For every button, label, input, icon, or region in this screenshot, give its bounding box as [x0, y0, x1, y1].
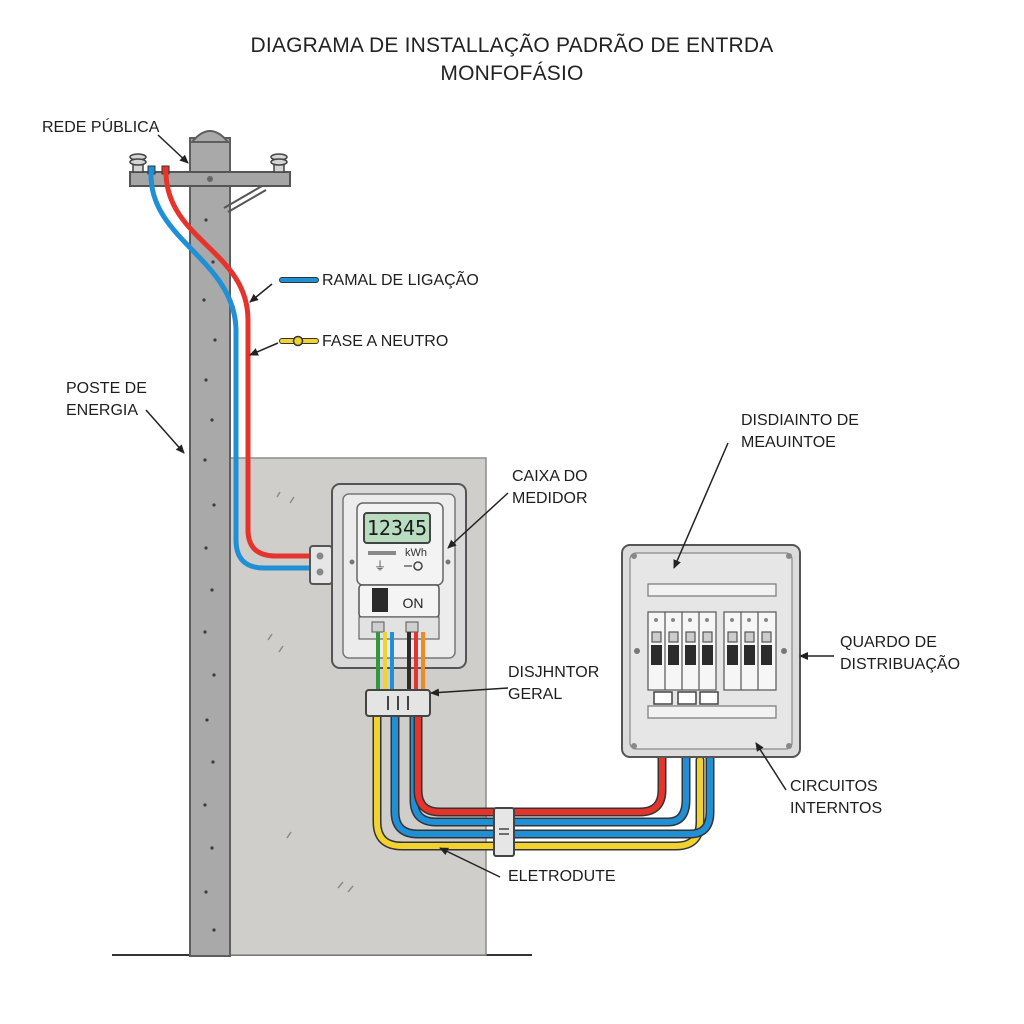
svg-text:⏚: ⏚ [374, 559, 386, 573]
general-breaker-clamp [365, 689, 431, 717]
label-poste-line2: ENERGIA [66, 402, 139, 419]
meter-box: 12345 kWh ⏚ ON [309, 483, 467, 669]
label-disjuntor-medicao-line2: MEAUINTOE [741, 434, 836, 451]
label-quadro-line1: QUARDO DE [840, 634, 937, 651]
main-breaker [358, 584, 440, 618]
breaker-toggle [372, 588, 388, 612]
label-caixa-line1: CAIXA DO [512, 468, 588, 485]
service-drop-cable [148, 171, 315, 571]
label-poste-line1: POSTE DE [66, 380, 147, 397]
meter-unit: kWh [405, 547, 427, 559]
conduit-cables [372, 707, 715, 851]
label-quadro-line2: DISTRIBUAÇÃO [840, 656, 961, 673]
label-disjuntor-geral-line2: GERAL [508, 686, 563, 703]
meter-output-wires [376, 632, 425, 690]
distribution-panel [621, 544, 801, 758]
label-circuitos-line1: CIRCUITOS [790, 778, 878, 795]
label-disjuntor-geral-line1: DISJHNTOR [508, 664, 600, 681]
diagram-title-line2: MONFOFÁSIO [440, 62, 584, 85]
branch-breakers [647, 611, 777, 691]
meter-reading: 12345 [367, 516, 427, 540]
breaker-state: ON [403, 595, 424, 611]
annotation-arrows [145, 134, 834, 878]
label-ramal-de-ligacao: RAMAL DE LIGAÇÃO [322, 272, 479, 289]
insulator-right [270, 153, 288, 173]
legend-fase-neutro-swatch [279, 335, 319, 347]
conduit-clamp [493, 807, 515, 857]
label-rede-publica: REDE PÚBLICA [42, 119, 160, 136]
label-disjuntor-medicao-line1: DISDIAINTO DE [741, 412, 859, 429]
label-fase-neutro: FASE A NEUTRO [322, 333, 449, 350]
label-circuitos-line2: INTERNTOS [790, 800, 883, 817]
diagram-title-line1: DIAGRAMA DE INSTALLAÇÃO PADRÃO DE ENTRDA [250, 34, 774, 57]
label-caixa-line2: MEDIDOR [512, 490, 588, 507]
insulator-left [129, 153, 147, 173]
label-eletroduto: ELETRODUTE [508, 868, 616, 885]
utility-pole [129, 130, 291, 957]
meter-display [363, 512, 431, 544]
